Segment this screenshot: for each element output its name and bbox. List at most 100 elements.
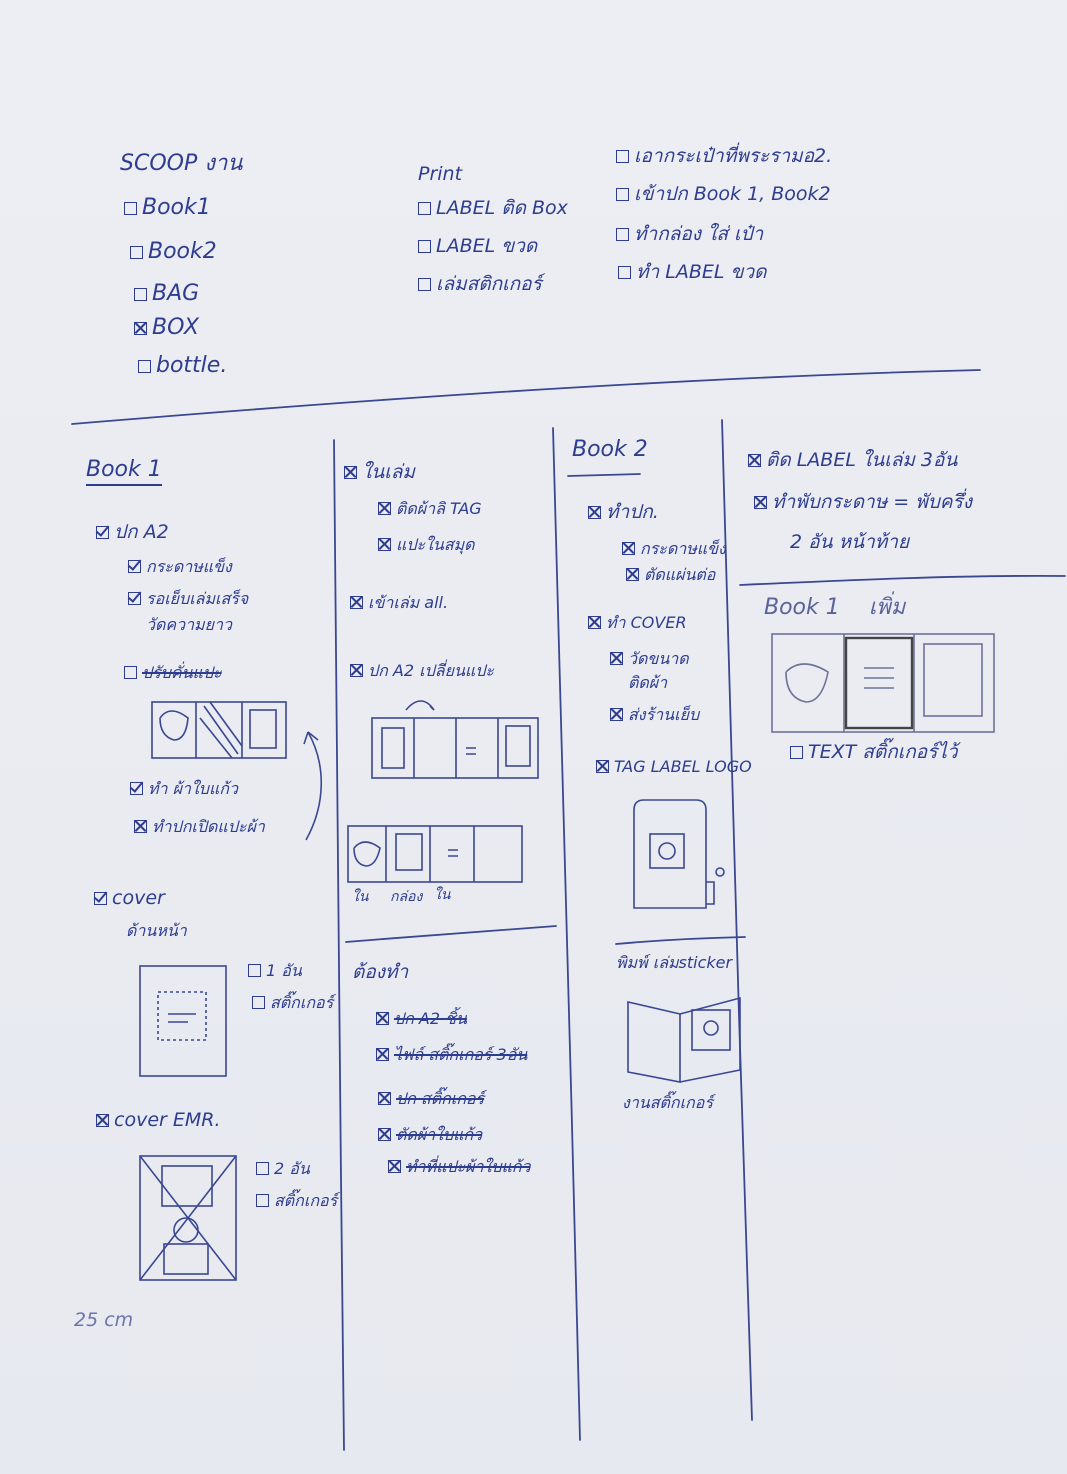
checked-checkbox-icon[interactable] (130, 782, 143, 795)
book2-sub-item: วัดขนาด (610, 650, 689, 668)
open-sticker-book-sketch (627, 996, 741, 1083)
tag-sketch (633, 799, 725, 909)
checked-checkbox-icon[interactable] (626, 568, 639, 581)
checked-checkbox-icon[interactable] (622, 542, 635, 555)
book2-item: ทำ COVER (588, 614, 687, 632)
task-item: ทำกล่อง ใส่ เป๋า (616, 224, 763, 245)
task-item: เข้าปก Book 1, Book2 (616, 184, 831, 205)
checked-checkbox-icon[interactable] (610, 652, 623, 665)
checkbox-icon[interactable] (138, 360, 151, 373)
right-item: ทำพับกระดาษ = พับครึ่ง (754, 492, 972, 513)
right-item: ติด LABEL ในเล่ม 3อัน (748, 450, 957, 471)
book1-extra-title: Book 1 เพิ่ม (764, 595, 906, 620)
checked-checkbox-icon[interactable] (96, 1114, 109, 1127)
todo-item: ทำที่แปะผ้าใบแก้ว (388, 1158, 530, 1176)
book1-item-flap: ทำปกเปิดแปะผ้า (134, 818, 265, 836)
book1-title: Book 1 (86, 457, 162, 487)
checked-checkbox-icon[interactable] (376, 1012, 389, 1025)
checked-checkbox-icon[interactable] (134, 322, 147, 335)
inner-item: เข้าเล่ม all. (350, 594, 448, 612)
book1-cover-front-sub: ด้านหน้า (126, 921, 187, 940)
checkbox-icon[interactable] (616, 150, 629, 163)
checked-checkbox-icon[interactable] (350, 664, 363, 677)
checkbox-icon[interactable] (790, 746, 803, 759)
checked-checkbox-icon[interactable] (388, 1160, 401, 1173)
checkbox-icon[interactable] (256, 1162, 269, 1175)
book2-title: Book 2 (572, 437, 648, 462)
print-item: LABEL ขวด (418, 236, 537, 257)
book2-print-title: พิมพ์ เล่มsticker (616, 953, 733, 972)
checked-checkbox-icon[interactable] (588, 506, 601, 519)
right-item-cont: 2 อัน หน้าท้าย (790, 531, 910, 553)
checked-checkbox-icon[interactable] (588, 616, 601, 629)
checkbox-icon[interactable] (134, 288, 147, 301)
book1-size: 25 cm (74, 1309, 134, 1331)
checkbox-icon[interactable] (616, 228, 629, 241)
scope-item-book1: Book1 (124, 195, 211, 220)
book2-item: ทำปก. (588, 502, 659, 523)
book-spread-sketch (771, 633, 995, 733)
checked-checkbox-icon[interactable] (754, 496, 767, 509)
checkbox-icon[interactable] (418, 240, 431, 253)
book1-cover-emr: cover EMR. (96, 1110, 221, 1131)
task-item: ทำ LABEL ขวด (618, 262, 766, 283)
booklet-sketch (371, 700, 539, 779)
checked-checkbox-icon[interactable] (96, 526, 109, 539)
book1-option: สติ๊กเกอร์ (256, 1192, 337, 1210)
checked-checkbox-icon[interactable] (610, 708, 623, 721)
checkbox-icon[interactable] (618, 266, 631, 279)
checked-checkbox-icon[interactable] (378, 1092, 391, 1105)
inner-item: ติดผ้าลิ TAG (378, 500, 482, 518)
checkbox-icon[interactable] (418, 278, 431, 291)
checked-checkbox-icon[interactable] (378, 538, 391, 551)
booklet-label: ใน (434, 887, 451, 903)
checked-checkbox-icon[interactable] (134, 820, 147, 833)
checkbox-icon[interactable] (124, 666, 137, 679)
todo-title: ต้องทำ (352, 961, 409, 983)
checked-checkbox-icon[interactable] (378, 502, 391, 515)
booklet-label: ใน (352, 889, 369, 905)
checkbox-icon[interactable] (252, 996, 265, 1009)
checkbox-icon[interactable] (130, 246, 143, 259)
checkbox-icon[interactable] (256, 1194, 269, 1207)
checkbox-icon[interactable] (124, 202, 137, 215)
scope-item-bag: BAG (134, 281, 199, 306)
book2-sub-item: กระดาษแข็ง (622, 540, 726, 558)
crossed-cover-sketch (139, 1155, 237, 1281)
print-title: Print (418, 163, 463, 185)
checked-checkbox-icon[interactable] (376, 1048, 389, 1061)
booklet-label: กล่อง (390, 889, 423, 905)
book1-struck-item: ปรับคั่นแปะ (124, 664, 222, 682)
open-book-sketch (151, 701, 287, 759)
book2-sub-item-cont: ติดผ้า (628, 673, 668, 692)
todo-item: ปก A2 ชิ้น (376, 1010, 467, 1028)
checked-checkbox-icon[interactable] (748, 454, 761, 467)
checked-checkbox-icon[interactable] (128, 560, 141, 573)
todo-item: ไฟล์ สติ๊กเกอร์ 3อัน (376, 1046, 527, 1064)
checkbox-icon[interactable] (616, 188, 629, 201)
book1-sub-item-cont: วัดความยาว (146, 615, 232, 634)
checkbox-icon[interactable] (248, 964, 261, 977)
book1-sub-item: กระดาษแข็ง (128, 558, 232, 576)
checked-checkbox-icon[interactable] (94, 892, 107, 905)
inner-item: ปก A2 เปลี่ยนแปะ (350, 662, 494, 680)
todo-item: ตัดผ้าใบแก้ว (378, 1126, 482, 1144)
checked-checkbox-icon[interactable] (350, 596, 363, 609)
print-item: LABEL ติด Box (418, 198, 568, 219)
book1-cover-a2: ปก A2 (96, 522, 169, 543)
checkbox-icon[interactable] (418, 202, 431, 215)
task-item: เอากระเป๋าที่พระรามอ2. (616, 146, 832, 167)
print-item: เล่มสติกเกอร์ (418, 274, 542, 295)
checked-checkbox-icon[interactable] (596, 760, 609, 773)
book1-item-glass: ทำ ผ้าใบแก้ว (130, 780, 238, 798)
book1-option: 1 อัน (248, 962, 302, 980)
scope-item-book2: Book2 (130, 239, 217, 264)
checked-checkbox-icon[interactable] (128, 592, 141, 605)
book1-cover-front: cover (94, 888, 165, 909)
checked-checkbox-icon[interactable] (344, 466, 357, 479)
cover-sketch (139, 965, 227, 1077)
checked-checkbox-icon[interactable] (378, 1128, 391, 1141)
scope-title: SCOOP งาน (120, 151, 243, 176)
